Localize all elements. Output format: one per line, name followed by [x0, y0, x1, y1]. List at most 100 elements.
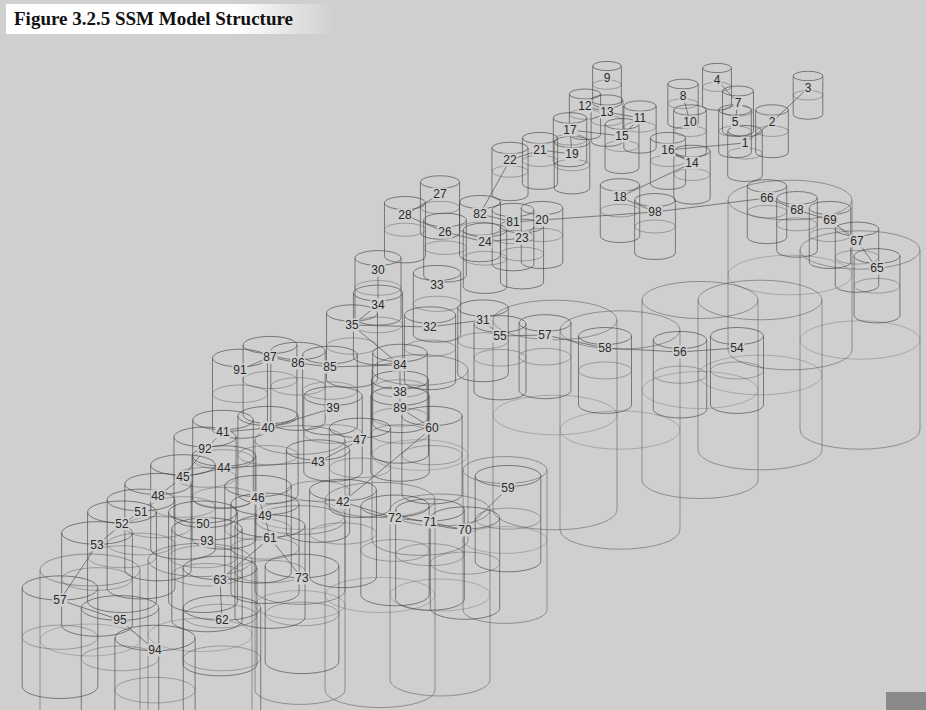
tank-cylinder: [500, 219, 543, 289]
tank-side: [361, 506, 429, 606]
callout-number: 60: [424, 422, 439, 435]
tank-cylinder: [151, 455, 216, 560]
tank-ring: [371, 425, 429, 444]
tank-cylinder: [174, 427, 236, 528]
pipe-line: [668, 143, 745, 150]
callout-number: 3: [804, 82, 813, 95]
callout-number: 20: [534, 214, 549, 227]
tank-cylinder: [554, 136, 590, 194]
tank-side: [777, 198, 818, 257]
tank-side: [255, 520, 345, 704]
tank-top: [668, 79, 698, 89]
tank-side: [325, 500, 435, 708]
tank-side: [475, 476, 541, 572]
callout-number: 11: [633, 112, 647, 125]
tank-cylinder: [430, 507, 499, 619]
tank-side: [728, 131, 763, 181]
tank-ring: [500, 247, 543, 261]
callout-number: 52: [114, 518, 129, 531]
callout-number: 26: [437, 226, 452, 239]
callout-number: 54: [729, 342, 744, 355]
callout-number: 34: [370, 299, 385, 312]
tank-ring: [303, 382, 358, 400]
pipe-line: [542, 212, 655, 220]
tank-ring: [420, 201, 459, 214]
tank-ring: [192, 487, 256, 507]
tank-cylinder: [286, 440, 349, 543]
callout-number: 70: [457, 524, 472, 537]
callout-number: 42: [335, 496, 350, 509]
callout-number: 55: [492, 330, 507, 343]
tank-side: [578, 336, 631, 413]
tank-side: [519, 323, 571, 399]
tank-top: [624, 101, 656, 111]
tank-side: [635, 200, 676, 260]
callout-number: 22: [502, 154, 517, 167]
callout-number: 93: [199, 535, 214, 548]
callout-number: 86: [290, 357, 305, 370]
callout-number: 63: [212, 574, 227, 587]
callout-number: 50: [195, 518, 210, 531]
tank-side: [303, 355, 358, 435]
tank-cylinder: [793, 71, 823, 119]
tank-top: [591, 95, 623, 105]
tank-side: [62, 533, 133, 636]
tank-top: [492, 142, 528, 154]
pipe-line: [352, 325, 430, 327]
callout-number: 18: [612, 191, 627, 204]
tank-side: [553, 118, 586, 167]
tank-cylinder: [492, 142, 528, 200]
tank-cylinder: [355, 251, 401, 326]
tank-top: [554, 136, 590, 147]
tank-top: [703, 63, 732, 72]
tank-side: [460, 202, 501, 262]
tank-ring: [107, 533, 175, 555]
tank-cylinder: [371, 387, 429, 482]
figure-title: Figure 3.2.5 SSM Model Structure: [14, 8, 293, 30]
tank-cylinder: [420, 176, 459, 239]
tank-side: [372, 380, 429, 463]
tank-ring: [329, 458, 390, 478]
tank-cylinder: [265, 554, 339, 673]
tank-ring: [172, 563, 242, 586]
tank-cylinder: [463, 457, 547, 624]
tank-cylinder: [719, 105, 752, 158]
callout-number: 12: [577, 100, 592, 113]
tank-cylinder: [800, 231, 920, 449]
tank-cylinder: [668, 79, 698, 128]
tank-ring: [777, 218, 818, 231]
callout-number: 91: [232, 364, 247, 377]
tank-cylinder: [593, 61, 622, 108]
tank-side: [493, 320, 617, 530]
tank-ring: [413, 296, 460, 311]
tank-ring: [519, 348, 571, 365]
tank-ring: [271, 378, 325, 395]
tank-side: [430, 518, 499, 619]
callout-number: 57: [537, 329, 552, 342]
tank-ring: [728, 148, 763, 159]
callout-number: 51: [133, 506, 148, 519]
tank-ring: [474, 349, 526, 366]
callout-number: 4: [713, 74, 722, 87]
tank-cylinder: [600, 179, 639, 243]
tank-side: [265, 566, 339, 674]
callout-number: 13: [599, 106, 614, 119]
tank-cylinder: [703, 63, 732, 110]
pipe-line: [224, 462, 318, 468]
tank-side: [213, 358, 268, 438]
callout-number: 27: [432, 188, 447, 201]
tank-cylinder: [192, 446, 256, 549]
callout-number: 89: [392, 402, 407, 415]
tank-side: [554, 142, 590, 194]
tank-cylinder: [854, 249, 900, 323]
callout-number: 68: [789, 204, 804, 217]
pipe-line: [605, 348, 680, 352]
callout-number: 10: [682, 116, 697, 129]
callout-number: 24: [477, 236, 492, 249]
callout-number: 33: [429, 279, 444, 292]
tank-side: [115, 638, 195, 710]
tank-side: [148, 560, 252, 710]
tank-ring: [560, 411, 680, 449]
tank-ring: [475, 508, 541, 529]
